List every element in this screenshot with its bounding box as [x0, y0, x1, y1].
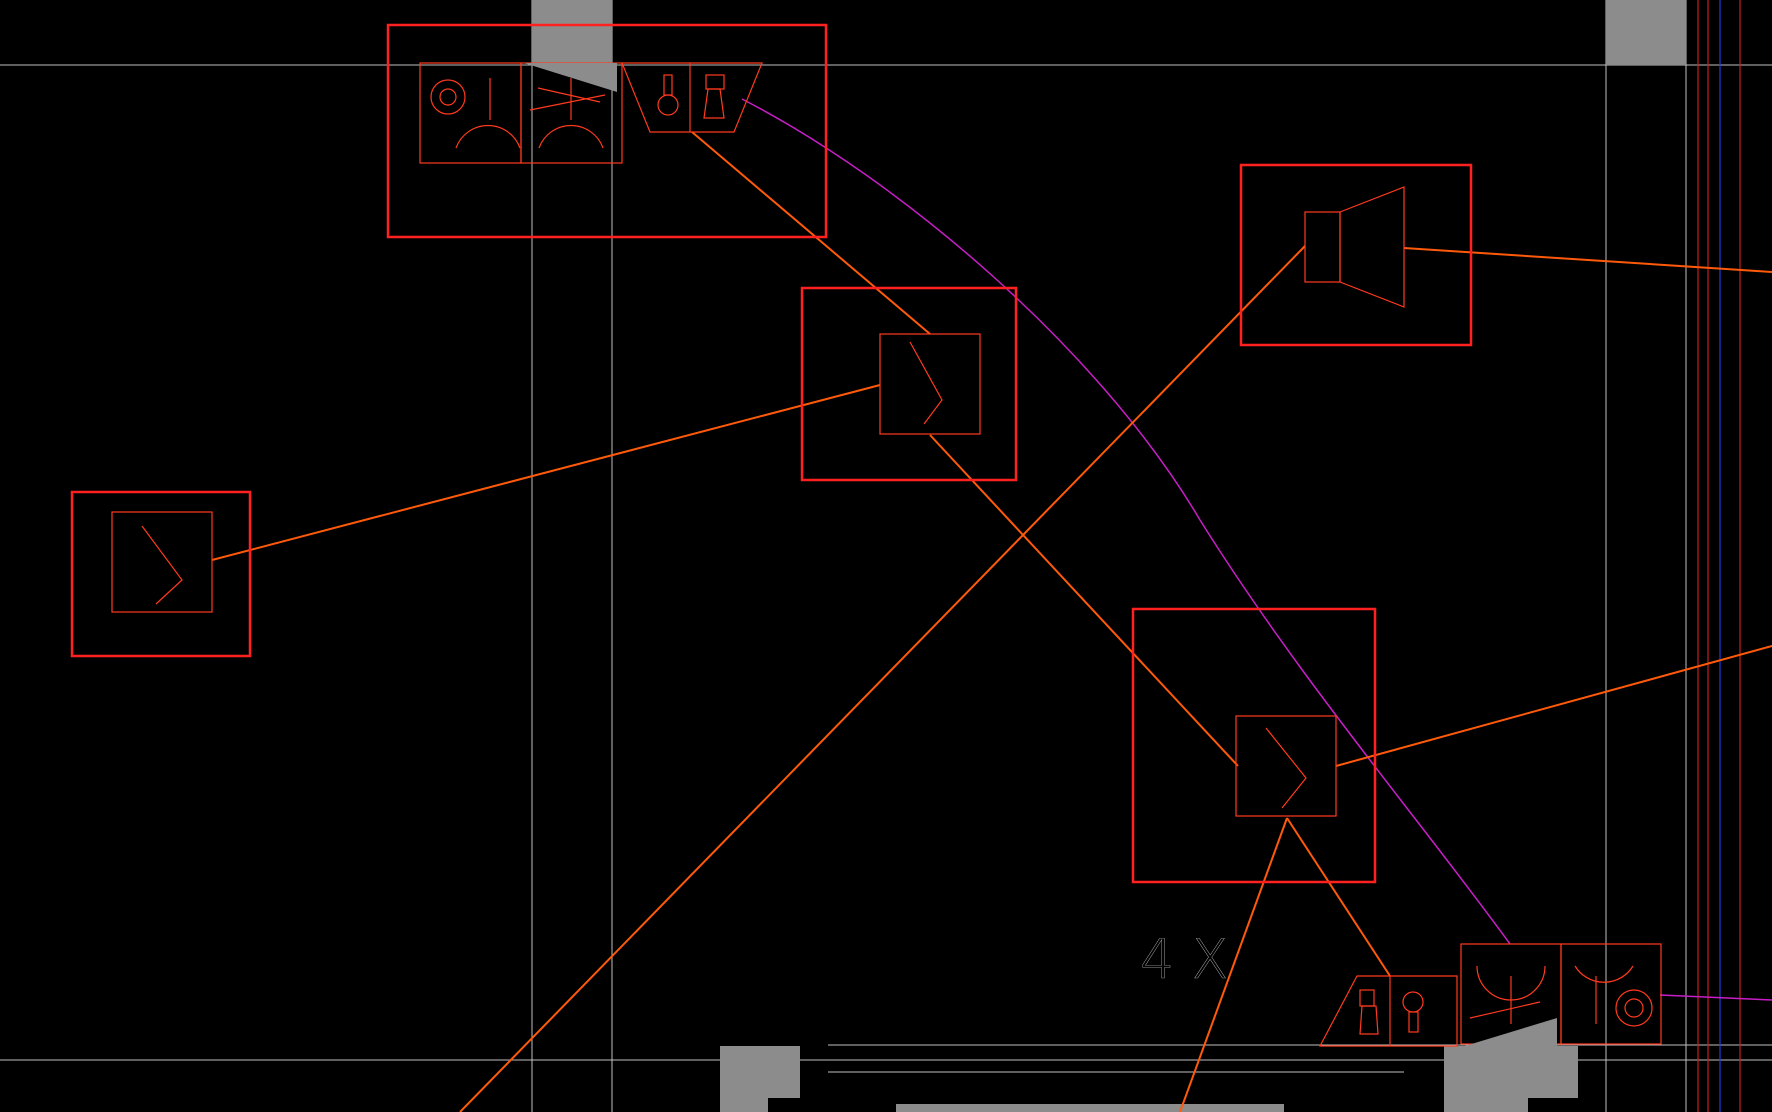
column-hatch — [1465, 1018, 1557, 1046]
equipment-frame-speaker — [1239, 163, 1473, 347]
wall-segment — [896, 1104, 1284, 1112]
equipment-frame-detector-right — [1131, 607, 1377, 884]
cable-orange — [1335, 645, 1772, 767]
column — [532, 0, 612, 65]
smoke-detector-icon — [1235, 715, 1337, 817]
equipment-frame-detector-left — [70, 490, 252, 658]
structural-columns — [532, 0, 1686, 1112]
cable-magenta — [1659, 994, 1772, 1001]
cable-orange — [459, 245, 1306, 1112]
smoke-detector-icon — [111, 511, 213, 613]
column-hatch — [524, 63, 617, 92]
cables — [211, 98, 1772, 1112]
speaker-icon — [1304, 186, 1405, 308]
column — [720, 1046, 800, 1112]
equipment-frame-top-outlets — [386, 23, 828, 239]
outlet-icon — [419, 62, 763, 164]
right-wall-lines — [1697, 0, 1741, 1112]
equipment-frames — [70, 23, 1473, 884]
column — [1444, 1046, 1578, 1112]
cable-orange — [691, 131, 931, 335]
column — [1606, 0, 1686, 65]
cable-orange — [1286, 817, 1391, 977]
annotation-label: 4 X — [1140, 928, 1229, 991]
cable-orange — [1179, 817, 1288, 1112]
equipment-frame-detector-center — [800, 286, 1018, 482]
cable-orange — [211, 384, 881, 561]
cable-orange — [1403, 247, 1772, 273]
cable-orange — [929, 434, 1239, 767]
cable-magenta — [741, 98, 1511, 945]
smoke-detector-icon — [879, 333, 981, 435]
outlet-icon — [1319, 943, 1662, 1047]
